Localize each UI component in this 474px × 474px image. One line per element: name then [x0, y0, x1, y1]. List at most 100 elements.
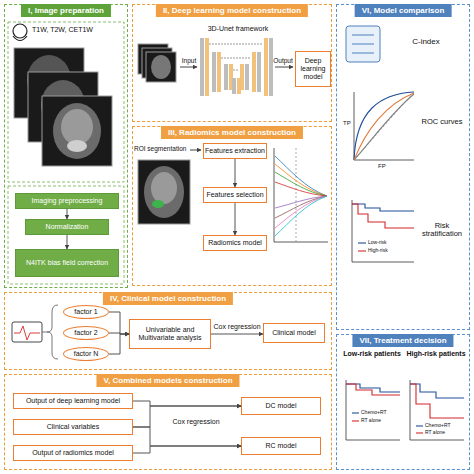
- annotation-label: FP: [378, 163, 392, 170]
- unet-layer: [224, 64, 228, 90]
- process-box: Output of deep learning model: [13, 393, 133, 409]
- flow-connector: [67, 235, 68, 249]
- skip-connection: [221, 58, 251, 59]
- annotation-label: Cox regression: [156, 418, 236, 426]
- mri-slice: [67, 140, 87, 152]
- box-text: Radiomics model: [208, 239, 262, 247]
- survival-curve: [352, 204, 414, 211]
- unet-layer: [257, 52, 261, 92]
- panel-heading: VI, Model comparison: [355, 4, 452, 17]
- process-box: Features selection: [203, 187, 267, 203]
- flow-connector: [67, 209, 68, 219]
- process-box: Radiomics model: [203, 235, 267, 251]
- box-text: Clinical variables: [47, 423, 100, 431]
- legend-line: [416, 425, 423, 426]
- mri-slice: [144, 166, 184, 218]
- annotation-label: TP: [343, 120, 353, 127]
- legend-line: [352, 412, 359, 413]
- plot-axis: [346, 380, 400, 440]
- factor-oval: factor N: [63, 347, 109, 361]
- plot-guide: [354, 92, 414, 160]
- flow-connector: [109, 333, 129, 334]
- checklist-icon: [346, 26, 380, 62]
- flow-connector: [133, 446, 241, 453]
- annotation-label: Output: [270, 57, 296, 64]
- survival-curve: [410, 384, 464, 398]
- flow-connector: [109, 312, 129, 334]
- process-box: Features extraction: [203, 143, 267, 159]
- plot-curve: [275, 172, 327, 196]
- unet-diagram: [200, 38, 273, 96]
- plot-curve: [275, 182, 327, 196]
- mri-slice: [61, 109, 93, 145]
- flow-connector: [235, 203, 236, 235]
- monitor-icon: [12, 322, 42, 342]
- annotation-label: Input: [176, 57, 202, 64]
- box-text: Features selection: [206, 191, 263, 199]
- roi-mask: [152, 200, 164, 208]
- flow-arrow: [275, 67, 293, 68]
- process-box: N4ITK bias field correction: [15, 249, 119, 277]
- box-text: Univariable and Multivariate analysis: [130, 326, 210, 341]
- box-text: N4ITK bias field correction: [26, 259, 108, 267]
- box-text: factor 2: [74, 329, 97, 337]
- annotation-label: Low-risk: [368, 240, 398, 246]
- plot-axis: [352, 200, 414, 262]
- skip-connection: [209, 44, 263, 45]
- plot-guide: [296, 148, 297, 242]
- legend-line: [358, 242, 366, 243]
- flow-connector: [133, 401, 241, 406]
- box-text: Features extraction: [205, 147, 265, 155]
- mri-slice: [53, 103, 101, 159]
- section-panel: II, Deep learning model constructionDeep…: [132, 4, 332, 122]
- flow-arrow: [190, 150, 201, 151]
- head-icon: [13, 24, 27, 38]
- process-box: Clinical model: [263, 323, 325, 343]
- unet-layer: [245, 64, 249, 90]
- unet-layer: [240, 64, 244, 90]
- mri-slice: [146, 52, 176, 82]
- factor-oval: factor 2: [63, 326, 109, 340]
- checklist-icon: [352, 35, 374, 36]
- flow-connector: [211, 334, 263, 335]
- panel-heading: IV, Clinical model construction: [103, 292, 233, 305]
- annotation-label: C-index: [388, 38, 464, 47]
- group-frame: [8, 186, 124, 284]
- annotation-label: ROC curves: [416, 118, 468, 126]
- annotation-label: RT alone: [361, 418, 395, 424]
- unet-layer: [269, 38, 273, 96]
- panel-heading: I, Image preparation: [21, 4, 111, 17]
- box-text: Clinical model: [272, 329, 316, 337]
- annotation-label: Chemo+RT: [425, 423, 459, 429]
- legend-line: [358, 250, 366, 251]
- survival-curve: [352, 204, 414, 228]
- plot-axis: [274, 148, 328, 242]
- group-frame: [8, 22, 124, 182]
- annotation-label: ROI segmentation: [134, 145, 192, 152]
- flow-connector: [235, 159, 236, 187]
- mri-slice: [151, 172, 177, 204]
- box-text: Normalization: [46, 223, 89, 231]
- checklist-icon: [352, 44, 374, 45]
- plot-axis: [354, 92, 414, 160]
- survival-curve: [346, 384, 400, 395]
- mri-slice: [138, 160, 190, 224]
- brace: [47, 305, 58, 359]
- process-box: Imaging preprocessing: [15, 193, 119, 209]
- annotation-label: T1W, T2W, CET1W: [32, 26, 118, 34]
- skip-connection: [233, 70, 239, 71]
- unet-layer: [217, 52, 221, 92]
- panel-heading: III, Radiomics model construction: [161, 126, 303, 139]
- mri-slice: [151, 55, 171, 79]
- unet-layer: [212, 52, 216, 92]
- ecg-trace: [14, 326, 40, 340]
- box-text: RC model: [265, 442, 296, 450]
- unet-layer: [232, 78, 236, 94]
- panel-heading: II, Deep learning model construction: [156, 4, 308, 17]
- flow-arrow: [180, 67, 197, 68]
- process-box: Clinical variables: [13, 419, 133, 435]
- annotation-label: High-risk: [368, 248, 398, 254]
